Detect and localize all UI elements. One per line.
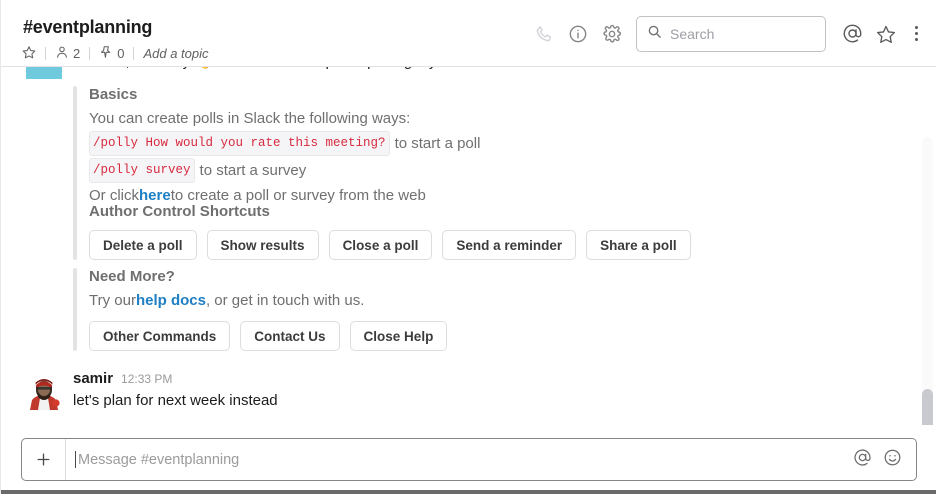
help-docs-line: Try our help docs, or get in touch with … (89, 290, 447, 311)
message-timestamp[interactable]: 12:33 PM (121, 372, 173, 386)
bot-greeting-text: Hi there, I'm Polly 👋 Here are some quic… (73, 67, 507, 70)
help-prefix: Try our (89, 292, 136, 309)
bot-greeting-message: Hi there, I'm Polly 👋 Here are some quic… (1, 67, 936, 79)
message-input-placeholder: Message #eventplanning (78, 451, 240, 468)
section-title-need-more: Need More? (89, 268, 175, 285)
message-body: samir 12:33 PM let's plan for next week … (73, 370, 901, 412)
message-meta: samir 12:33 PM (73, 370, 901, 389)
wave-emoji: 👋 (194, 67, 213, 70)
section-title-author-shortcuts: Author Control Shortcuts (89, 203, 270, 220)
samir-avatar[interactable] (26, 374, 62, 410)
composer-icons (853, 448, 916, 472)
poll-command-code: /polly How would you rate this meeting? (89, 131, 390, 156)
send-a-reminder-button[interactable]: Send a reminder (442, 230, 577, 260)
attachment-basics: Basics You can create polls in Slack the… (73, 86, 480, 208)
phone-icon[interactable] (527, 17, 561, 51)
show-results-button[interactable]: Show results (206, 230, 319, 260)
meta-divider (89, 46, 91, 60)
message-row-samir: samir 12:33 PM let's plan for next week … (1, 370, 901, 412)
at-mention-icon[interactable] (853, 448, 872, 472)
close-a-poll-button[interactable]: Close a poll (328, 230, 433, 260)
web-prefix: Or click (89, 187, 139, 204)
basics-command-survey: /polly survey to start a survey (89, 158, 480, 183)
attachment-need-more: Need More? Try our help docs, or get in … (73, 268, 448, 351)
message-scrollbar-track[interactable] (922, 137, 933, 425)
here-link[interactable]: here (139, 187, 171, 204)
info-circle-icon[interactable] (561, 17, 595, 51)
at-mention-icon[interactable] (835, 17, 869, 51)
channel-header: #eventplanning 2 (1, 0, 936, 67)
members-button[interactable]: 2 (55, 45, 80, 62)
help-suffix: , or get in touch with us. (205, 292, 365, 309)
message-scrollbar-thumb[interactable] (922, 389, 933, 425)
search-placeholder: Search (670, 25, 715, 42)
star-channel-button[interactable] (22, 45, 36, 62)
message-author[interactable]: samir (73, 370, 114, 387)
close-help-button[interactable]: Close Help (349, 321, 448, 351)
starred-items-icon[interactable] (869, 17, 903, 51)
message-input[interactable]: Message #eventplanning (66, 439, 853, 480)
channel-meta-row: 2 0 Add a topic (22, 44, 209, 62)
window-bottom-bar (1, 490, 936, 494)
survey-command-suffix: to start a survey (199, 162, 307, 179)
person-icon (55, 45, 69, 62)
search-input[interactable]: Search (636, 15, 826, 52)
pins-button[interactable]: 0 (99, 45, 124, 62)
poll-command-suffix: to start a poll (394, 135, 481, 152)
delete-a-poll-button[interactable]: Delete a poll (89, 230, 197, 260)
greeting-suffix: Here are some quick tips to get you star… (213, 67, 507, 70)
message-text: let's plan for next week instead (73, 392, 278, 409)
pins-count: 0 (117, 45, 125, 61)
contact-us-button[interactable]: Contact Us (240, 321, 340, 351)
share-a-poll-button[interactable]: Share a poll (586, 230, 691, 260)
basics-intro: You can create polls in Slack the follow… (89, 110, 411, 127)
message-list: Hi there, I'm Polly 👋 Here are some quic… (1, 67, 936, 425)
add-topic-button[interactable]: Add a topic (143, 45, 209, 61)
gear-icon[interactable] (595, 17, 629, 51)
plus-icon[interactable] (22, 439, 66, 480)
help-docs-link[interactable]: help docs (135, 292, 206, 309)
meta-divider (45, 46, 46, 60)
need-more-buttons: Other Commands Contact Us Close Help (89, 321, 448, 351)
search-icon (647, 24, 662, 44)
star-outline-icon (22, 45, 36, 62)
web-suffix: to create a poll or survey from the web (170, 187, 426, 204)
section-title-basics: Basics (89, 86, 138, 103)
basics-command-poll: /polly How would you rate this meeting? … (89, 131, 480, 156)
basics-web-line: Or click here to create a poll or survey… (89, 185, 480, 206)
channel-title[interactable]: #eventplanning (23, 17, 153, 37)
members-count: 2 (73, 45, 81, 61)
message-composer-area: Message #eventplanning (1, 425, 936, 494)
pin-icon (99, 45, 113, 62)
other-commands-button[interactable]: Other Commands (89, 321, 231, 351)
polly-bot-avatar (26, 67, 62, 79)
meta-divider (133, 46, 135, 60)
attachment-author-shortcuts: Author Control Shortcuts Delete a poll S… (73, 203, 691, 260)
author-shortcut-buttons: Delete a poll Show results Close a poll … (89, 230, 691, 260)
message-composer[interactable]: Message #eventplanning (21, 438, 917, 481)
greeting-prefix: Hi there, I'm Polly (73, 67, 194, 70)
smiley-face-icon[interactable] (883, 448, 902, 472)
survey-command-code: /polly survey (89, 158, 195, 183)
text-caret (75, 451, 76, 468)
header-actions: Search (527, 0, 927, 67)
kebab-menu-icon[interactable] (905, 17, 927, 51)
